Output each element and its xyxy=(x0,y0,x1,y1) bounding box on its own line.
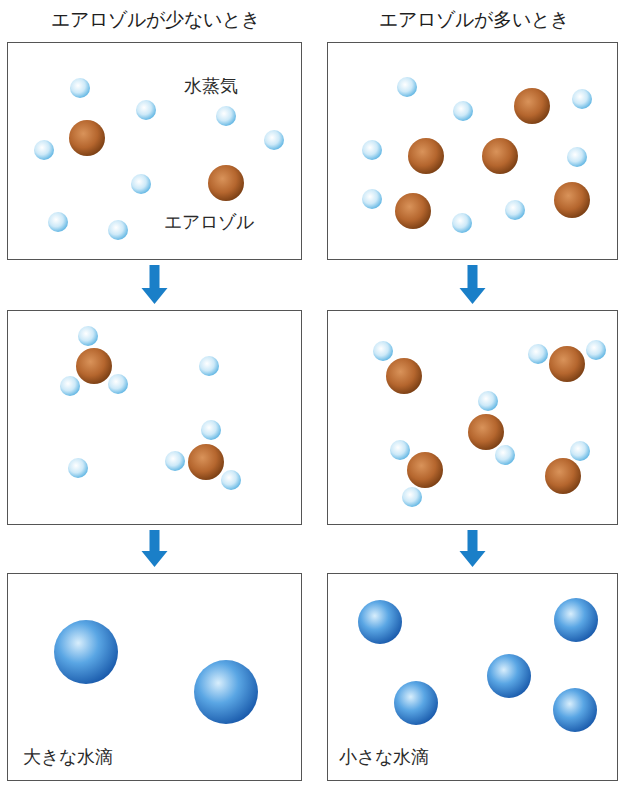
aerosol xyxy=(69,88,590,494)
flow-arrow xyxy=(460,265,486,304)
water-drop xyxy=(54,598,598,732)
flow-arrow xyxy=(460,530,486,567)
column-heading: エアロゾルが多いとき xyxy=(379,8,569,31)
stage-panel xyxy=(327,310,618,525)
flow-arrow xyxy=(142,265,168,304)
column-heading: エアロゾルが少ないとき xyxy=(51,8,260,31)
stage-panel: エアロゾルが多いとき xyxy=(327,42,618,260)
panel-label: 小さな水滴 xyxy=(339,746,429,768)
stage-panel: 大きな水滴 xyxy=(7,573,302,781)
stage-panel xyxy=(7,310,302,525)
panel-label: 水蒸気 xyxy=(184,75,238,97)
panel-label: 大きな水滴 xyxy=(23,746,113,768)
stage-panel: 小さな水滴 xyxy=(327,573,618,781)
stage-panel: エアロゾルが少ないとき水蒸気エアロゾル xyxy=(7,42,302,260)
flow-arrow xyxy=(142,530,168,567)
water-vapor xyxy=(34,77,606,507)
panel-label: エアロゾル xyxy=(164,211,254,233)
